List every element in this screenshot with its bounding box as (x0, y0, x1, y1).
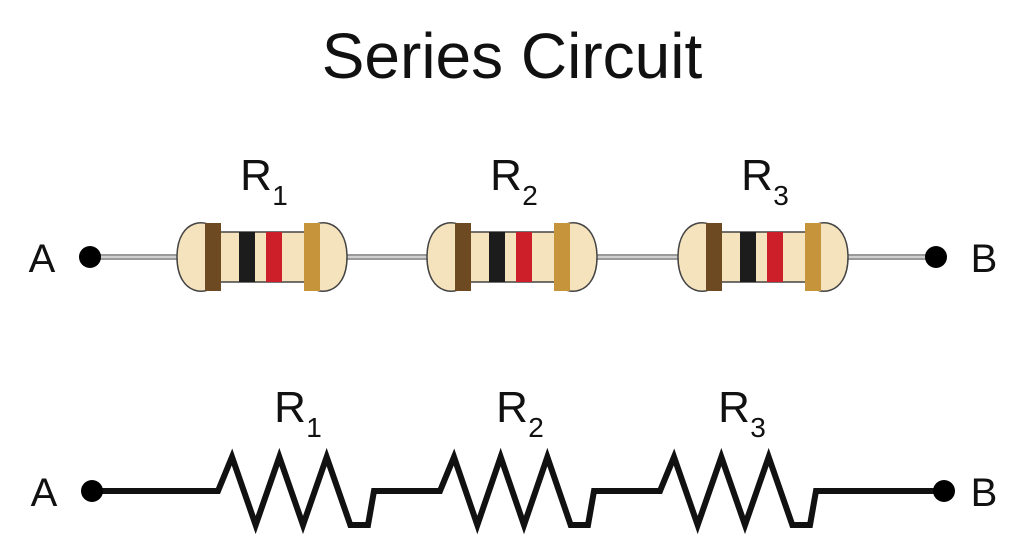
resistor-body (176, 222, 348, 292)
resistor-band-black (239, 232, 255, 282)
resistor-body (677, 222, 849, 292)
resistor-band-gold (554, 223, 570, 291)
schematic-resistor-label: R (718, 383, 750, 432)
resistor-band-brown (455, 223, 471, 291)
terminal-b-label: B (971, 237, 998, 281)
resistor-band-brown (706, 223, 722, 291)
resistor-band-gold (304, 223, 320, 291)
schematic-resistor-subscript: 3 (750, 412, 766, 443)
resistor-body (426, 222, 598, 292)
schematic-resistor-subscript: 2 (528, 412, 544, 443)
terminal-a-dot (79, 246, 101, 268)
resistor-label-subscript: 1 (272, 180, 288, 211)
schematic-resistor-label: R (496, 383, 528, 432)
schematic-terminal-b-label: B (971, 471, 998, 515)
resistor-label-subscript: 3 (773, 180, 789, 211)
resistor-label: R (240, 151, 272, 200)
resistor-band-red (767, 232, 783, 282)
resistor-band-black (740, 232, 756, 282)
resistor-band-red (516, 232, 532, 282)
resistor-label-subscript: 2 (522, 180, 538, 211)
resistor-label: R (741, 151, 773, 200)
schematic-resistor-label: R (274, 383, 306, 432)
schematic-wire (92, 447, 944, 535)
schematic-terminal-b-dot (933, 480, 955, 502)
resistor-band-black (489, 232, 505, 282)
diagram-title: Series Circuit (322, 20, 703, 92)
resistor-label: R (490, 151, 522, 200)
schematic-terminal-a-label: A (31, 471, 58, 515)
schematic-resistor-subscript: 1 (306, 412, 322, 443)
resistor-band-brown (205, 223, 221, 291)
resistor-band-red (266, 232, 282, 282)
resistor-band-gold (805, 223, 821, 291)
schematic-terminal-a-dot (81, 480, 103, 502)
terminal-a-label: A (29, 237, 56, 281)
terminal-b-dot (925, 246, 947, 268)
